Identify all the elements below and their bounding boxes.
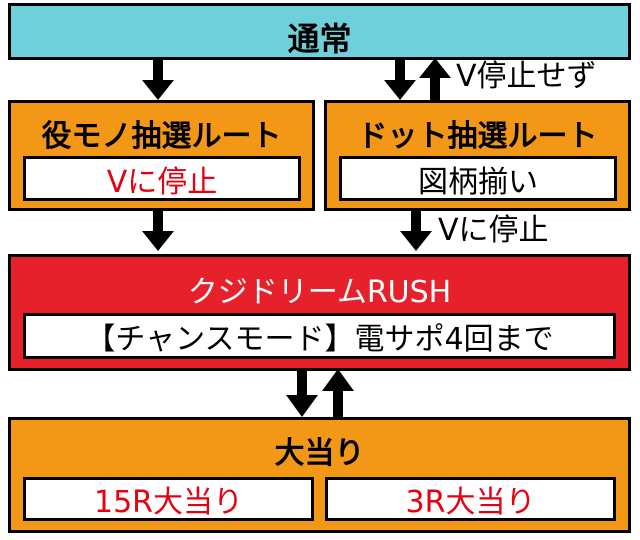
jackpot-15r-label: 15R大当り [93, 485, 244, 520]
arrow-down-icon [286, 369, 318, 417]
normal-state-box: 通常 [8, 3, 631, 60]
jackpot-box: 大当り 15R大当り 3R大当り [8, 417, 631, 533]
v-stop-caption: Vに停止 [438, 213, 549, 248]
jackpot-label: 大当り [274, 436, 365, 471]
arrow-up-icon [322, 369, 354, 417]
arrow-down-icon [142, 58, 174, 100]
normal-state-label: 通常 [287, 20, 352, 58]
rush-box: クジドリームRUSH 【チャンスモード】電サポ4回まで [8, 254, 631, 371]
dot-route-box: ドット抽選ルート 図柄揃い [324, 100, 631, 211]
yakumono-condition-label: Vに停止 [106, 164, 218, 200]
rush-mode-label: 【チャンスモード】電サポ4回まで [85, 322, 554, 357]
jackpot-3r-label: 3R大当り [405, 485, 536, 520]
dot-route-label: ドット抽選ルート [357, 119, 598, 154]
rush-label: クジドリームRUSH [187, 275, 452, 310]
rush-mode-box: 【チャンスモード】電サポ4回まで [23, 313, 616, 359]
yakumono-route-label: 役モノ抽選ルート [41, 119, 282, 154]
jackpot-3r-box: 3R大当り [325, 477, 616, 521]
arrow-down-icon [142, 209, 174, 251]
jackpot-15r-box: 15R大当り [23, 477, 314, 521]
arrow-up-icon [419, 58, 451, 100]
yakumono-route-box: 役モノ抽選ルート Vに停止 [8, 100, 315, 211]
no-stop-caption: V停止せず [456, 59, 597, 94]
dot-condition-box: 図柄揃い [339, 156, 617, 201]
yakumono-condition-box: Vに停止 [23, 156, 301, 201]
arrow-down-icon [400, 209, 432, 251]
arrow-down-icon [384, 58, 416, 100]
dot-condition-label: 図柄揃い [418, 164, 538, 200]
